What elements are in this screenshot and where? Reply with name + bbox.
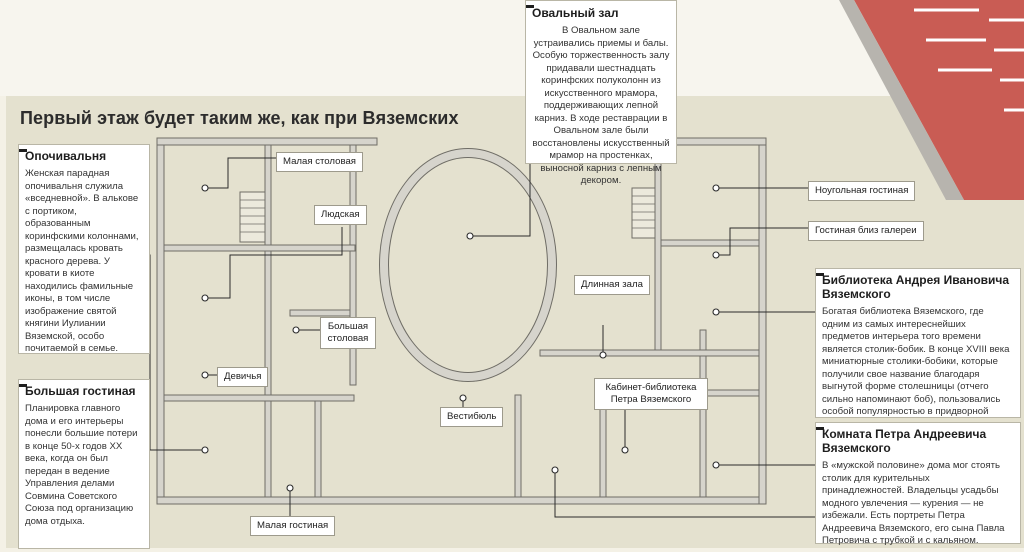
wall-south — [156, 496, 767, 505]
infobox-title: Овальный зал — [532, 6, 619, 20]
facade-wall — [854, 0, 1024, 200]
room-label-gallery-living: Гостиная близ галереи — [808, 221, 924, 241]
infobox-title: Комната Петра Андреевича Вяземского — [822, 427, 987, 455]
room-label-maids: Девичья — [217, 367, 269, 387]
room-label-cabinet-library: Кабинет-библиотека Петра Вяземского — [594, 378, 708, 410]
infobox-text: Женская парадная опочивальня служила «вс… — [25, 168, 139, 354]
room-label-servants: Людская — [314, 205, 367, 225]
room-label-big-dining: Большая столовая — [320, 317, 376, 349]
stair-left — [239, 191, 266, 243]
infobox-oval-hall: Овальный зал В Овальном зале устраивалис… — [525, 0, 677, 186]
room-label-long-hall: Длинная зала — [574, 275, 650, 295]
room-label-small-dining: Малая столовая — [276, 152, 363, 172]
infobox-title: Большая гостиная — [25, 384, 136, 398]
facade-edge — [839, 0, 964, 200]
walls — [156, 137, 767, 505]
stair-steps — [240, 195, 655, 233]
oval-hall-outer — [379, 148, 557, 382]
room-label-small-living: Малая гостиная — [250, 516, 336, 536]
wall-left-inner — [264, 144, 272, 498]
leader-oval-hall — [470, 160, 531, 237]
infobox-text: В Овальном зале устраивались приемы и ба… — [532, 25, 670, 186]
infobox-text: Богатая библиотека Вяземского, где одним… — [822, 306, 1010, 430]
infobox-text: Планировка главного дома и его интерьеры… — [25, 403, 138, 527]
infobox-library: Библиотека Андрея Ивановича Вяземского Б… — [815, 268, 1021, 430]
wall-h3 — [539, 349, 760, 357]
wall-left-2 — [349, 144, 357, 386]
facade-windows — [914, 8, 1024, 112]
wall-north-left — [156, 137, 378, 146]
infobox-text: В «мужской половине» дома мог стоять сто… — [822, 460, 1005, 546]
room-label-vestibule: Вестибюль — [440, 407, 504, 427]
wall-vestibule-left — [314, 394, 322, 498]
wall-h2 — [163, 394, 355, 402]
leader-gallery-living — [716, 227, 808, 256]
leader-small-dining — [205, 157, 276, 189]
wall-h1 — [163, 244, 356, 252]
wall-vestibule-right — [514, 394, 522, 498]
wall-h5 — [660, 239, 760, 247]
wall-h6 — [289, 309, 351, 317]
wall-east — [758, 137, 767, 505]
infobox-bedroom: Опочивальня Женская парадная опочивальня… — [18, 144, 150, 354]
infobox-room-petr: Комната Петра Андреевича Вяземского В «м… — [815, 422, 1021, 546]
leader-room-petr-2 — [554, 470, 815, 518]
leader-dots — [201, 184, 720, 492]
oval-hall-ring — [379, 148, 557, 382]
wall-right-2 — [699, 329, 707, 498]
infobox-title: Библиотека Андрея Ивановича Вяземского — [822, 273, 1010, 301]
building-facade-icon — [814, 0, 1024, 200]
stair-right — [631, 187, 656, 239]
room-label-corner-living: Ноугольная гостиная — [808, 181, 916, 201]
infobox-big-living: Большая гостиная Планировка главного дом… — [18, 379, 150, 549]
leader-servants — [205, 227, 343, 299]
infobox-title: Опочивальня — [25, 149, 107, 163]
wall-west — [156, 137, 165, 505]
page-title: Первый этаж будет таким же, как при Вязе… — [20, 108, 459, 128]
oval-hall-inner — [388, 157, 548, 373]
